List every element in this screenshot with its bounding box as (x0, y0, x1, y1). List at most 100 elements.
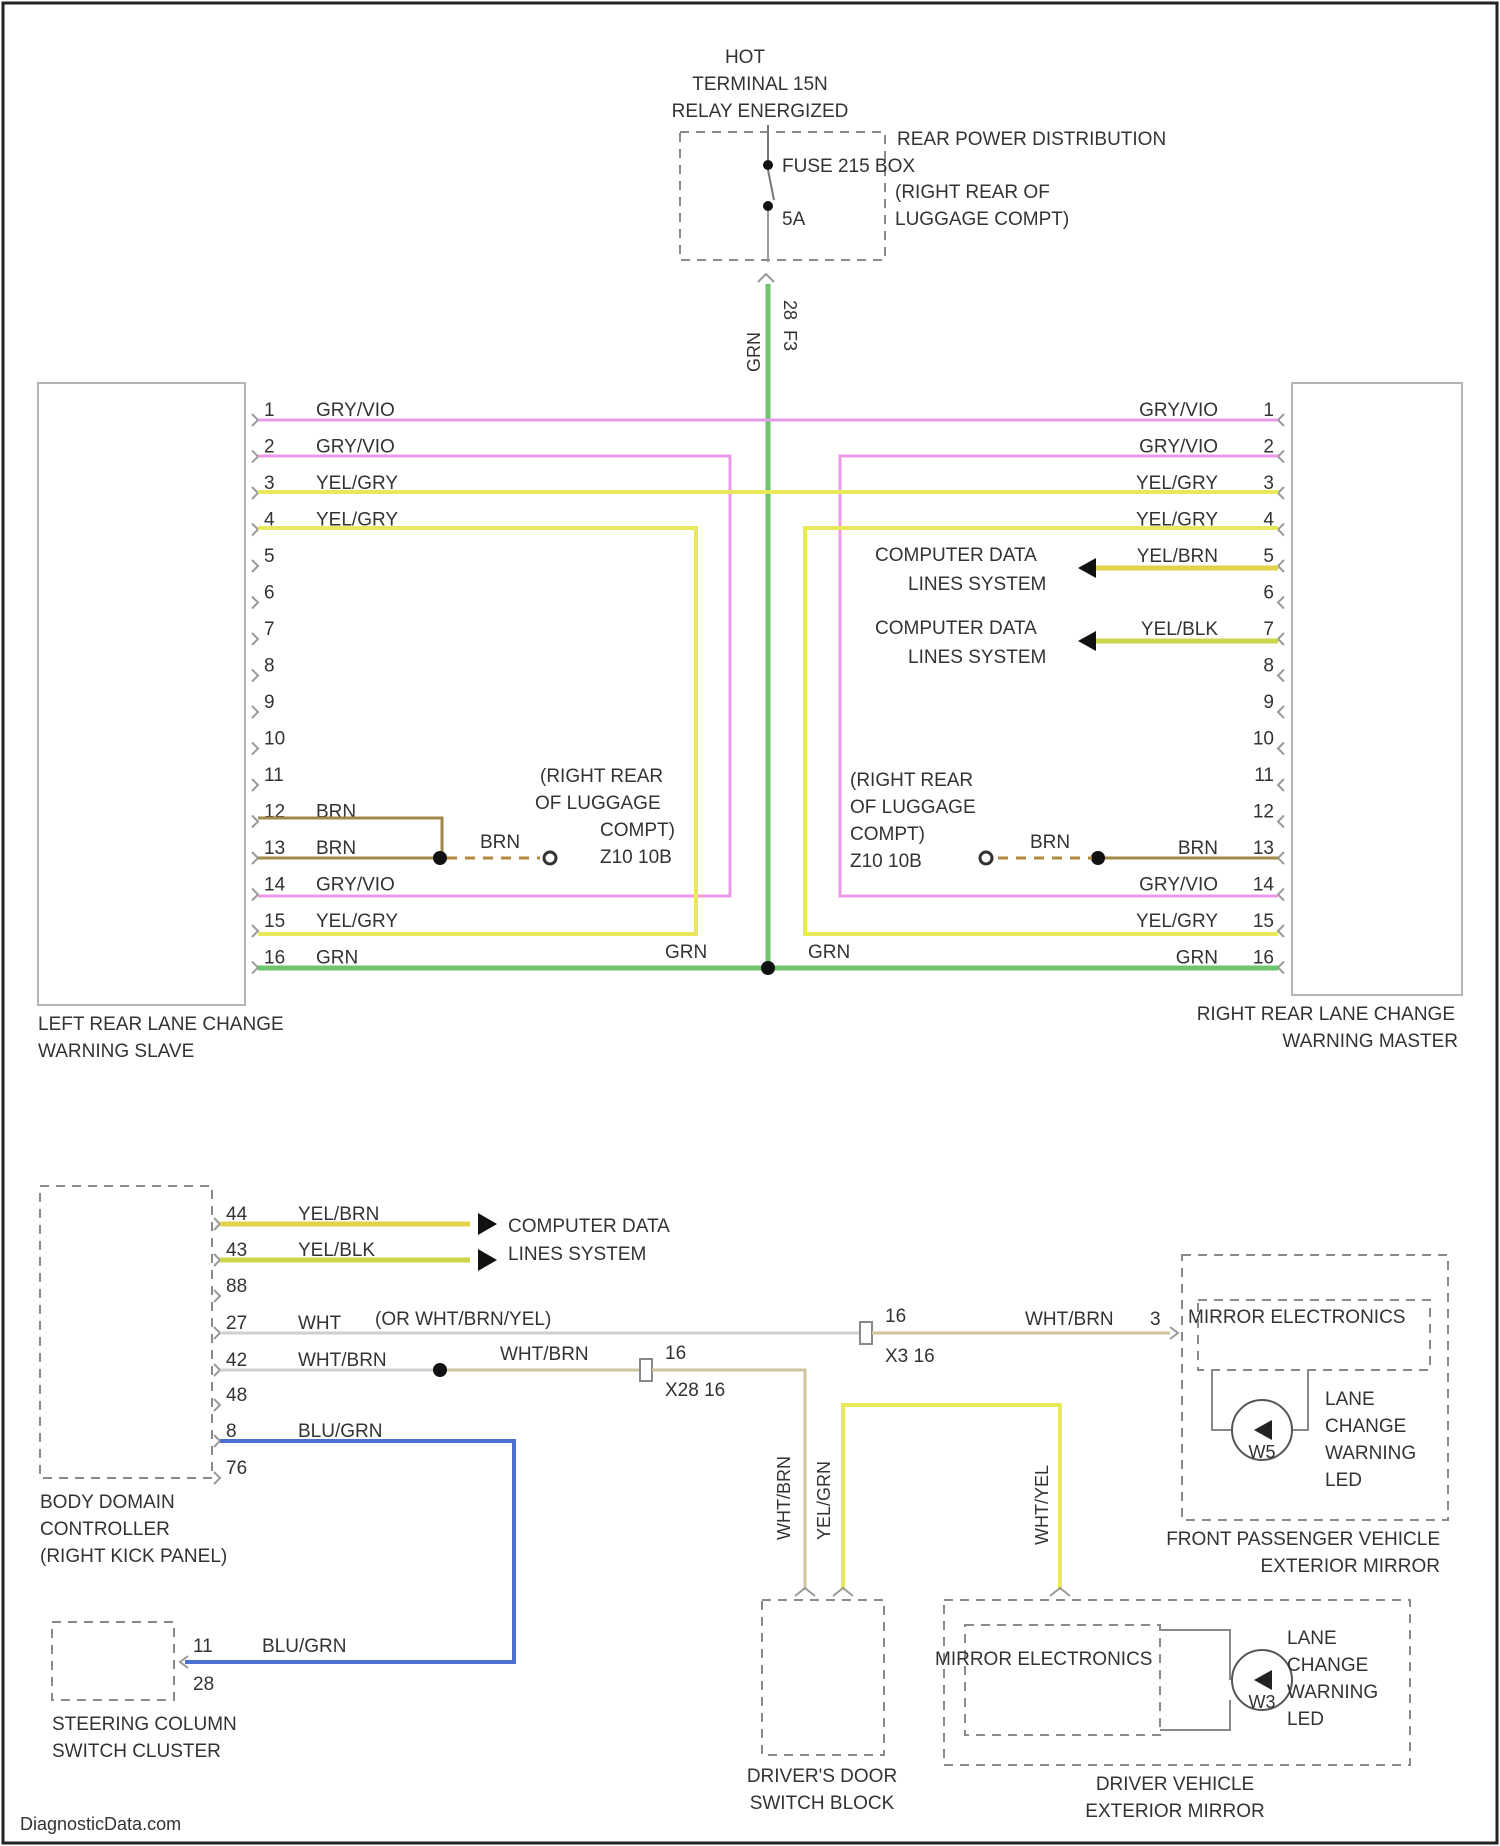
left-pin-number: 6 (264, 583, 275, 604)
left-pin-wire: GRY/VIO (316, 400, 395, 421)
passenger-mirror-label-line2: EXTERIOR MIRROR (1261, 1556, 1440, 1577)
left-pin-marker (252, 962, 258, 974)
right-module-label-line1: RIGHT REAR LANE CHANGE (1197, 1004, 1455, 1025)
bdc-pin-marker (214, 1472, 220, 1484)
left-grn-join-label: GRN (665, 942, 707, 963)
distribution-label-line1: REAR POWER DISTRIBUTION (897, 129, 1166, 150)
driver-mirror-label-line1: DRIVER VEHICLE (1096, 1774, 1254, 1795)
right-data-label-1-line1: COMPUTER DATA (875, 545, 1037, 566)
right-pin-marker (1278, 597, 1284, 609)
left-pin-marker (252, 451, 258, 463)
bdc-pin-marker (214, 1435, 220, 1447)
right-ground-label-line2: OF LUGGAGE (850, 797, 976, 818)
left-pin-number: 16 (264, 948, 285, 969)
driver-mirror-wire: WHT/YEL (1032, 1465, 1052, 1545)
right-pin-marker (1278, 743, 1284, 755)
driver-pin-marker (1050, 1588, 1070, 1596)
right-pin-number: 14 (1253, 875, 1275, 896)
connector-x3-pin: 16 (885, 1306, 906, 1327)
right-pin-number: 16 (1253, 948, 1274, 969)
left-module-body (38, 383, 245, 1005)
left-pin-marker (252, 743, 258, 755)
right-pin-number: 6 (1263, 583, 1274, 604)
passenger-led-label-line4: LED (1325, 1470, 1362, 1491)
right-pin-marker (1278, 451, 1284, 463)
left-ground-splice (433, 851, 447, 865)
driver-led-ref: W3 (1249, 1692, 1276, 1712)
left-ground-icon (544, 852, 556, 864)
fuse-terminal-top (763, 160, 773, 170)
power-pin-a: 28 (780, 300, 800, 320)
right-module-label-line2: WARNING MASTER (1282, 1031, 1458, 1052)
right-pin-wire: GRY/VIO (1139, 875, 1218, 896)
bdc-pin-number: 76 (226, 1458, 247, 1479)
right-ground-label-line4: Z10 10B (850, 851, 922, 872)
drivers-door-switch-block: DRIVER'S DOOR SWITCH BLOCK WHT/BRN YEL/G… (747, 1405, 1060, 1814)
power-pin-b: F3 (780, 330, 800, 351)
right-pin-marker (1278, 414, 1284, 426)
steering-pin-a: 11 (193, 1636, 213, 1657)
hot-label-line3: RELAY ENERGIZED (672, 101, 849, 122)
steering-label-line2: SWITCH CLUSTER (52, 1741, 221, 1762)
body-domain-controller: BODY DOMAIN CONTROLLER (RIGHT KICK PANEL… (40, 1186, 1170, 1662)
right-pin-number: 13 (1253, 838, 1274, 859)
right-pin-number: 1 (1263, 400, 1274, 421)
driver-mirror-label-line2: EXTERIOR MIRROR (1085, 1801, 1264, 1822)
left-pin-number: 8 (264, 656, 275, 677)
right-data-label-2-line1: COMPUTER DATA (875, 618, 1037, 639)
front-passenger-exterior-mirror: MIRROR ELECTRONICS 3 W5 LANE CHANGE WARN… (1150, 1255, 1448, 1577)
splice-wire-code: WHT/BRN (500, 1344, 589, 1365)
left-pin-number: 10 (264, 729, 285, 750)
right-pin-number: 5 (1263, 546, 1274, 567)
left-pin-wire: YEL/GRY (316, 911, 398, 932)
bdc-pin-number: 42 (226, 1350, 247, 1371)
steering-label-line1: STEERING COLUMN (52, 1714, 237, 1735)
right-pin-wire: GRY/VIO (1139, 400, 1218, 421)
passenger-led-label-line3: WARNING (1325, 1443, 1416, 1464)
fuse-rating: 5A (782, 209, 806, 230)
power-pin-marker (758, 274, 774, 282)
left-pin-marker (252, 779, 258, 791)
left-pin-wire: GRY/VIO (316, 437, 395, 458)
right-pin-number: 15 (1253, 911, 1274, 932)
left-pin-number: 9 (264, 692, 275, 713)
right-pin-number: 11 (1254, 765, 1274, 786)
distribution-label-line2: FUSE 215 BOX (782, 156, 915, 177)
bdc-label-line2: CONTROLLER (40, 1519, 170, 1540)
distribution-label-line4: LUGGAGE COMPT) (895, 209, 1069, 230)
right-pin-marker (1278, 670, 1284, 682)
bdc-data-arrow-1 (478, 1213, 497, 1235)
driver-led-label-line2: CHANGE (1287, 1655, 1368, 1676)
left-pin-marker (252, 816, 258, 828)
distribution-label-line3: (RIGHT REAR OF (895, 182, 1050, 203)
driver-led-label-line1: LANE (1287, 1628, 1337, 1649)
steering-pin-b: 28 (193, 1674, 214, 1695)
right-pin-marker (1278, 816, 1284, 828)
left-ground-label-line3: COMPT) (600, 820, 675, 841)
fuse-icon (768, 170, 774, 200)
driver-electronics-outline (965, 1625, 1160, 1735)
left-module-label-line1: LEFT REAR LANE CHANGE (38, 1014, 284, 1035)
left-ground-label-line1: (RIGHT REAR (540, 766, 663, 787)
right-pin-wire: YEL/BLK (1141, 619, 1218, 640)
left-pin-marker (252, 524, 258, 536)
left-pin-marker (252, 670, 258, 682)
right-pin-marker (1278, 487, 1284, 499)
bdc-pin-wire: WHT/BRN (298, 1350, 387, 1371)
passenger-mirror-outline (1182, 1255, 1448, 1520)
driver-led-label-line4: LED (1287, 1709, 1324, 1730)
power-wire-code: GRN (744, 332, 764, 372)
right-module-pins: 1GRY/VIO2GRY/VIO3YEL/GRY4YEL/GRY5YEL/BRN… (1136, 400, 1284, 974)
right-ground-label-line1: (RIGHT REAR (850, 770, 973, 791)
right-pin-marker (1278, 633, 1284, 645)
right-lane-change-module: RIGHT REAR LANE CHANGE WARNING MASTER 1G… (1136, 383, 1462, 1052)
right-pin-wire: GRY/VIO (1139, 437, 1218, 458)
left-module-pins: 1GRY/VIO2GRY/VIO3YEL/GRY4YEL/GRY56789101… (252, 400, 398, 974)
passenger-mirror-label-line1: FRONT PASSENGER VEHICLE (1166, 1529, 1440, 1550)
left-pin-number: 15 (264, 911, 285, 932)
left-pin-marker (252, 560, 258, 572)
steering-outline (52, 1622, 174, 1700)
passenger-led-ref: W5 (1249, 1442, 1276, 1462)
right-pin-number: 10 (1253, 729, 1274, 750)
